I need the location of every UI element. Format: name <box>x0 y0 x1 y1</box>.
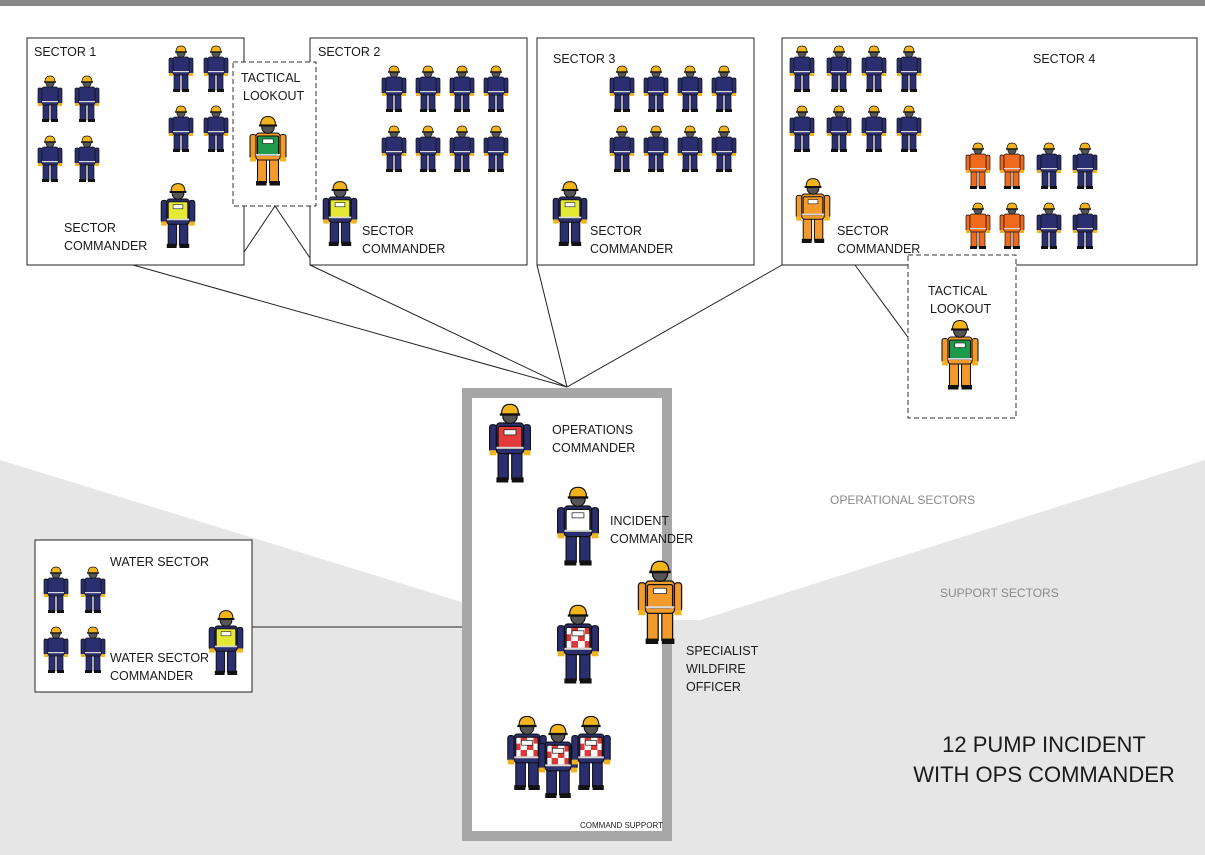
diagram-title-line-2: WITH OPS COMMANDER <box>913 762 1175 787</box>
sector-1-crew-member-4 <box>74 135 100 182</box>
sector-4-crew-member-9 <box>1036 142 1062 189</box>
sector-1-crew-member-3 <box>37 135 63 182</box>
water-sector-commander-label-2: COMMANDER <box>110 669 193 683</box>
command-support-officer-figure <box>557 604 599 684</box>
water-sector-commander-label: WATER SECTOR <box>110 651 209 665</box>
sector-1-crew-member-1 <box>37 75 63 122</box>
water-sector-commander-figure <box>208 610 244 675</box>
sector-4-commander-figure <box>795 178 831 243</box>
tactical-lookout-figure-1 <box>249 115 287 186</box>
incident-commander-label-2: COMMANDER <box>610 532 693 546</box>
incident-commander-figure <box>557 486 599 566</box>
water-sector-crew-member-2 <box>80 566 106 613</box>
tactical-lookout-label-2a: TACTICAL <box>928 284 988 298</box>
sector-2-crew-member-2 <box>415 65 441 112</box>
water-sector-crew-member-4 <box>80 626 106 673</box>
water-sector-crew-member-1 <box>43 566 69 613</box>
sector-3-crew-member-1 <box>609 65 635 112</box>
sector-3-commander-label-2: COMMANDER <box>590 242 673 256</box>
tactical-lookout-figure-2 <box>941 319 979 390</box>
sector-3-crew-member-5 <box>609 125 635 172</box>
sector-3-commander-figure <box>552 181 588 246</box>
operations-commander-figure <box>489 403 531 483</box>
sector-1-crew-member-2 <box>74 75 100 122</box>
operational-sectors-label: OPERATIONAL SECTORS <box>830 493 975 507</box>
diagram-title-line-1: 12 PUMP INCIDENT <box>942 732 1146 757</box>
sector-1-commander-label: SECTOR <box>64 221 116 235</box>
tactical-lookout-label-1a: TACTICAL <box>241 71 301 85</box>
sector-2-crew-member-6 <box>415 125 441 172</box>
personnel-figures <box>37 45 1098 798</box>
operations-commander-label: OPERATIONS <box>552 423 633 437</box>
sector-1-crew-member-7 <box>168 105 194 152</box>
sector-4-crew-member-11 <box>1036 202 1062 249</box>
sector-4-crew-member-7 <box>861 105 887 152</box>
sector-2-crew-member-3 <box>449 65 475 112</box>
tactical-lookout-label-2b: LOOKOUT <box>930 302 991 316</box>
sector-1-crew-member-6 <box>203 45 229 92</box>
sector-1-commander-label-2: COMMANDER <box>64 239 147 253</box>
sector-4-crew-member-6 <box>826 105 852 152</box>
sector-2-commander-label: SECTOR <box>362 224 414 238</box>
sector-2-crew-member-8 <box>483 125 509 172</box>
sector-3-crew-member-3 <box>677 65 703 112</box>
sector-2-crew-member-1 <box>381 65 407 112</box>
operations-commander-label-2: COMMANDER <box>552 441 635 455</box>
sector-2-crew-member-5 <box>381 125 407 172</box>
sector-4-crew-member-10 <box>1072 142 1098 189</box>
sector-2-crew-member-4 <box>483 65 509 112</box>
sector-2-label: SECTOR 2 <box>318 45 380 59</box>
sector-4-crew-member-5 <box>789 105 815 152</box>
sector-4-crew-member-1 <box>789 45 815 92</box>
sector-3-crew-member-8 <box>711 125 737 172</box>
support-sectors-label: SUPPORT SECTORS <box>940 586 1059 600</box>
sector-4-crew-member-8 <box>896 105 922 152</box>
top-rule <box>0 0 1205 6</box>
sector-1-commander-figure <box>160 183 196 248</box>
incident-commander-label: INCIDENT <box>610 514 669 528</box>
sector-1-crew-member-5 <box>168 45 194 92</box>
specialist-wildfire-officer-label-2: WILDFIRE <box>686 662 746 676</box>
sector-2-commander-label-2: COMMANDER <box>362 242 445 256</box>
water-sector-label: WATER SECTOR <box>110 555 209 569</box>
sector-1-label: SECTOR 1 <box>34 45 96 59</box>
sector-4-crew-member-12 <box>1072 202 1098 249</box>
sector-4-commander-label: SECTOR <box>837 224 889 238</box>
sector-4-crew-member-2 <box>826 45 852 92</box>
water-sector-crew-member-3 <box>43 626 69 673</box>
specialist-wildfire-officer-label-3: OFFICER <box>686 680 741 694</box>
sector-3-crew-member-2 <box>643 65 669 112</box>
sector-4-wildfire-crew-member-1 <box>965 142 991 189</box>
sector-4-crew-member-4 <box>896 45 922 92</box>
sector-1-crew-member-8 <box>203 105 229 152</box>
sector-2-crew-member-7 <box>449 125 475 172</box>
sector-4-wildfire-crew-member-4 <box>999 202 1025 249</box>
sector-3-crew-member-4 <box>711 65 737 112</box>
tactical-lookout-label-1b: LOOKOUT <box>243 89 304 103</box>
sector-4-wildfire-crew-member-3 <box>965 202 991 249</box>
command-support-label: COMMAND SUPPORT <box>580 821 663 830</box>
sector-4-commander-label-2: COMMANDER <box>837 242 920 256</box>
sector-4-crew-member-3 <box>861 45 887 92</box>
sector-4-label: SECTOR 4 <box>1033 52 1095 66</box>
specialist-wildfire-officer-figure <box>637 560 683 644</box>
sector-2-commander-figure <box>322 181 358 246</box>
sector-3-crew-member-6 <box>643 125 669 172</box>
sector-4-wildfire-crew-member-2 <box>999 142 1025 189</box>
sector-3-crew-member-7 <box>677 125 703 172</box>
command-support-member-3 <box>571 715 611 790</box>
sector-3-label: SECTOR 3 <box>553 52 615 66</box>
specialist-wildfire-officer-label: SPECIALIST <box>686 644 759 658</box>
sector-3-commander-label: SECTOR <box>590 224 642 238</box>
